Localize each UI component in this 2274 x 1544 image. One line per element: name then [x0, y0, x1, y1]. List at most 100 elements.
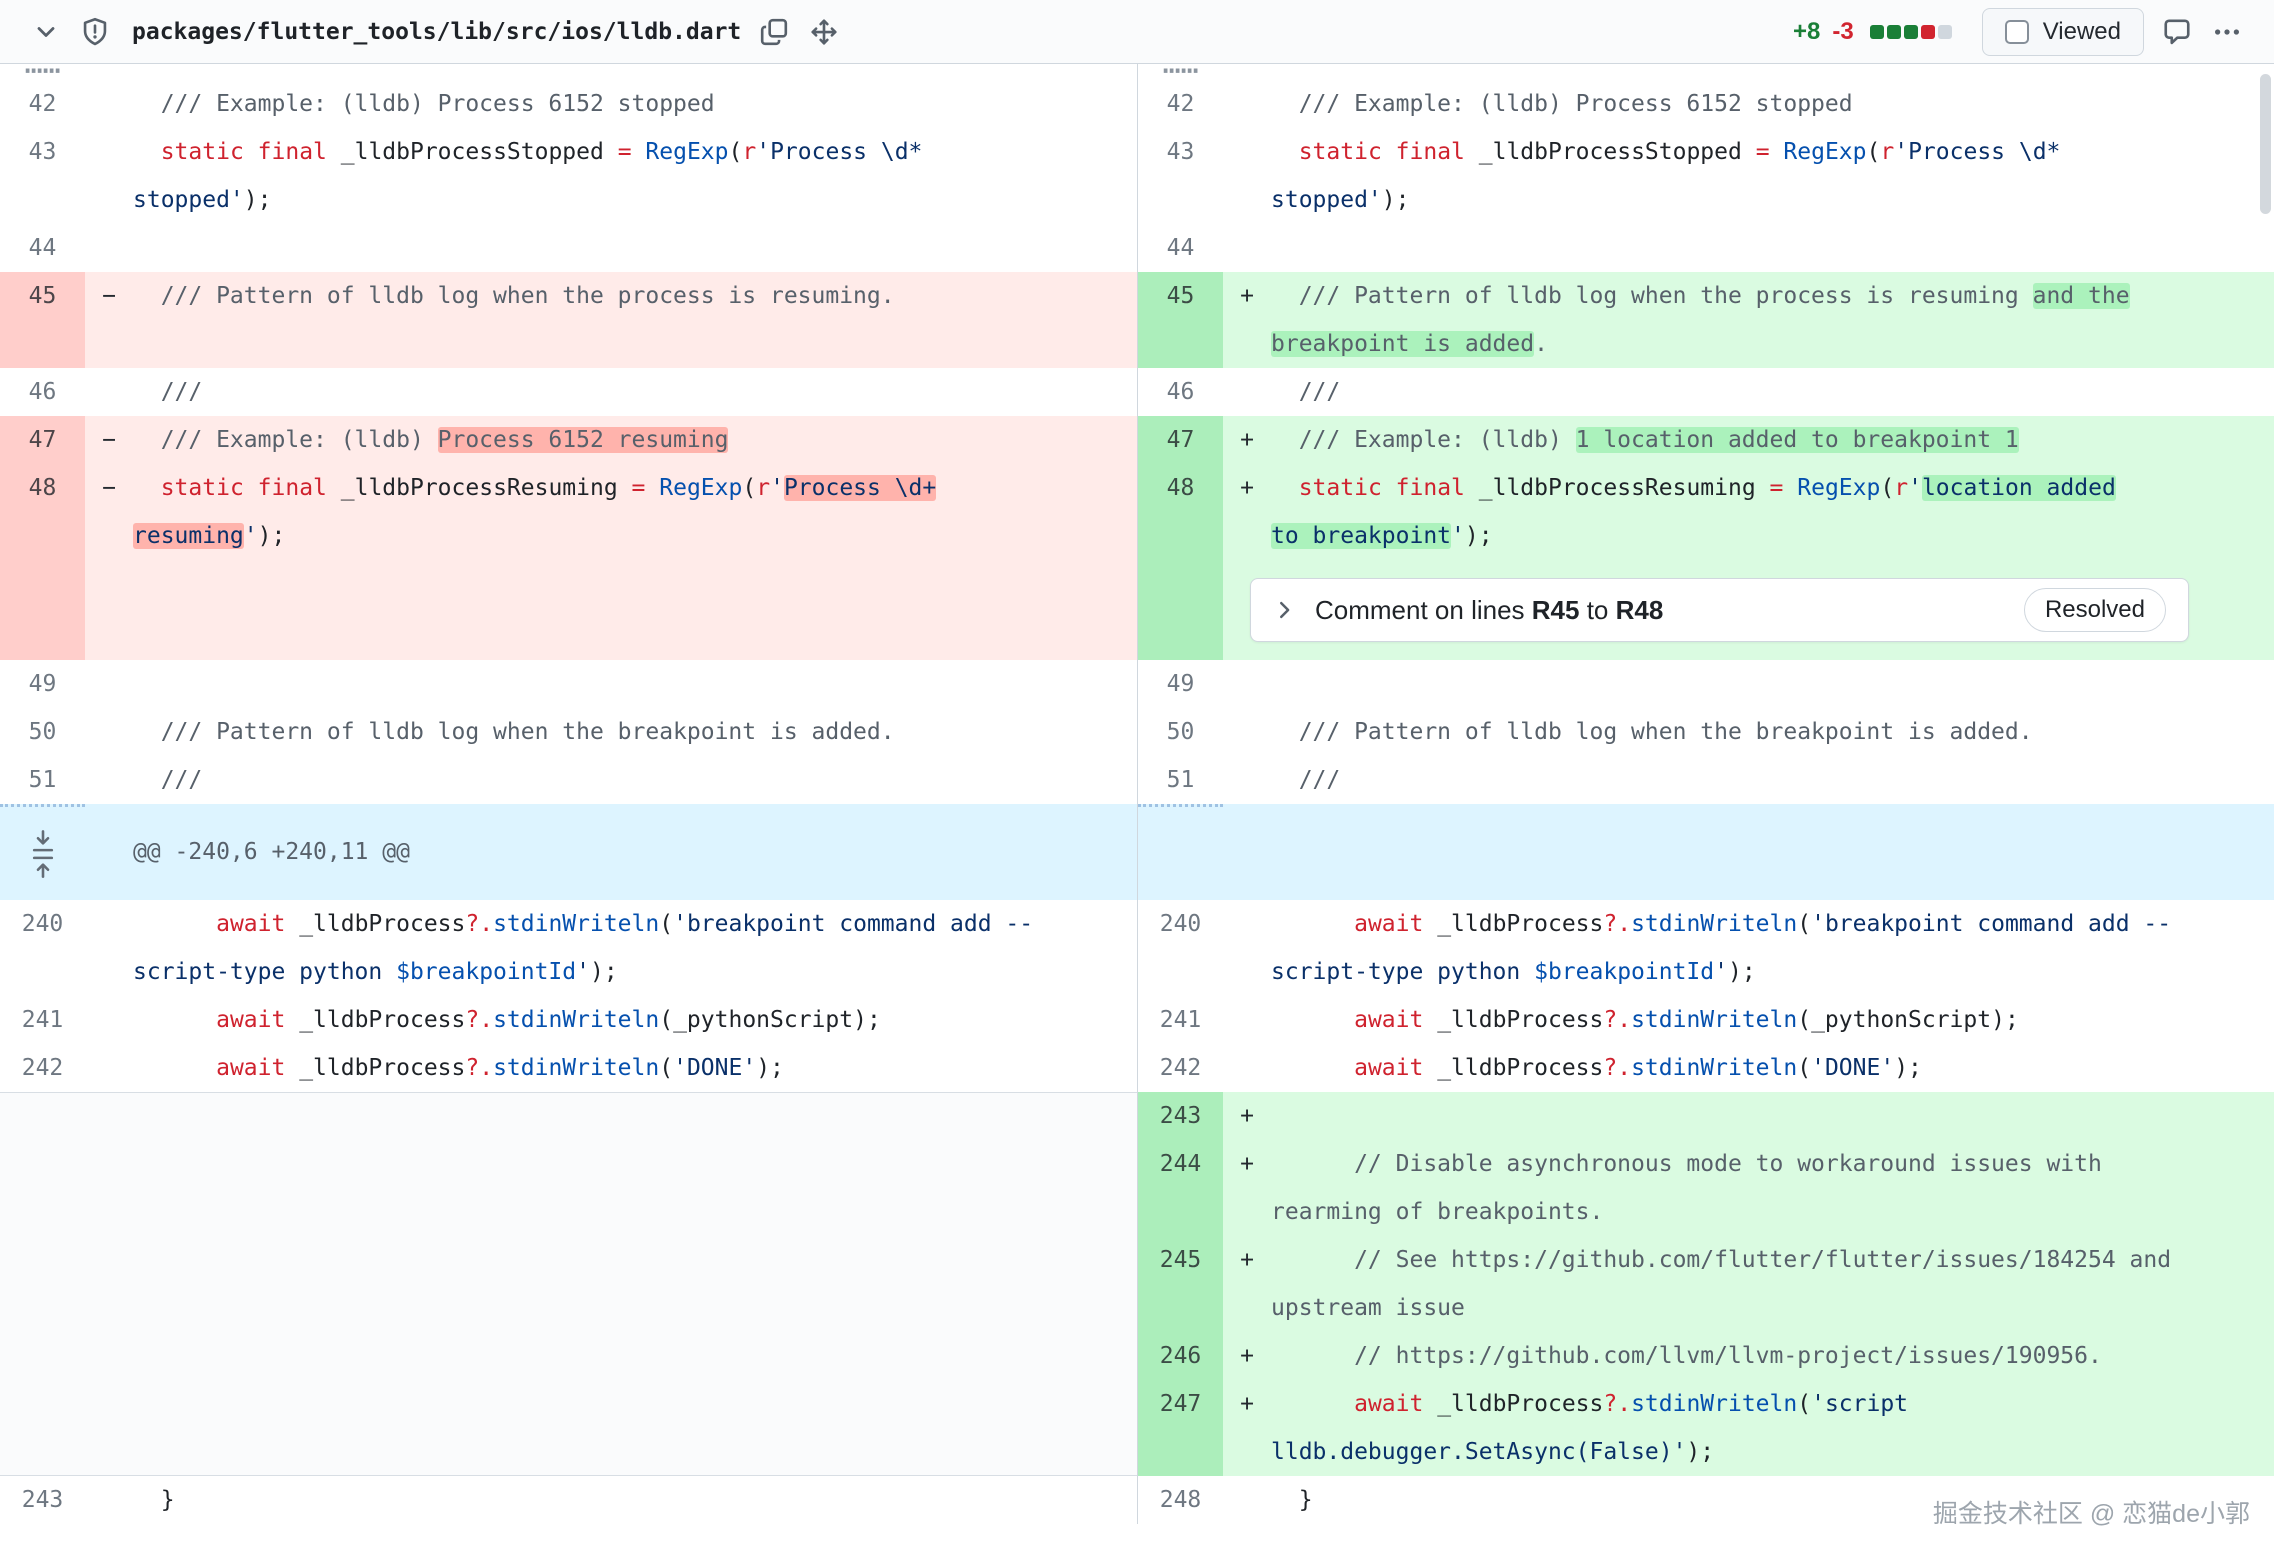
diff-row: 42 /// Example: (lldb) Process 6152 stop… — [0, 80, 1137, 128]
diff-row — [1138, 804, 2274, 900]
viewed-button[interactable]: Viewed — [1981, 7, 2144, 56]
code-line: await _lldbProcess?.stdinWriteln('breakp… — [1354, 911, 2172, 937]
diff-marker — [85, 660, 133, 708]
line-number[interactable]: 47 — [0, 416, 85, 464]
line-number[interactable]: 42 — [1166, 91, 1195, 117]
diff-marker: + — [1240, 1247, 1254, 1273]
line-number[interactable]: 46 — [1166, 379, 1195, 405]
line-number[interactable]: 240 — [21, 911, 64, 937]
line-number[interactable]: 246 — [1138, 1332, 1223, 1380]
line-number[interactable]: 243 — [21, 1487, 64, 1513]
resolved-button[interactable]: Resolved — [2023, 588, 2166, 632]
code-cell: await _lldbProcess?.stdinWriteln('breakp… — [133, 900, 1137, 996]
hunk-header — [1271, 804, 2274, 900]
diffstat-block — [1869, 24, 1884, 39]
line-number[interactable]: 47 — [1138, 416, 1223, 464]
diff-row: 45− /// Pattern of lldb log when the pro… — [0, 272, 1137, 368]
code-line: script-type python $breakpointId'); — [1271, 959, 1756, 985]
diff-marker — [85, 1476, 133, 1524]
code-cell: await _lldbProcess?.stdinWriteln('breakp… — [1271, 900, 2274, 996]
line-number[interactable]: 48 — [1138, 464, 1223, 560]
diff-marker: + — [1240, 283, 1254, 309]
line-number[interactable]: 248 — [1159, 1487, 1202, 1513]
diff-row: Comment on lines R45 to R48 Resolved — [1138, 560, 2274, 660]
diff-row: 246+ // https://github.com/llvm/llvm-pro… — [1138, 1332, 2274, 1380]
expand-up-icon[interactable] — [30, 855, 56, 878]
expand-dots-icon[interactable]: ⋯⋯ — [1138, 64, 1223, 80]
code-line: /// Pattern of lldb log when the process… — [1271, 283, 2130, 309]
line-number[interactable]: 244 — [1138, 1140, 1223, 1236]
diff-marker — [1223, 756, 1271, 804]
diff-marker — [1223, 708, 1271, 756]
collapse-file-chevron-icon[interactable] — [30, 16, 62, 48]
kebab-menu-icon[interactable] — [2210, 15, 2244, 49]
code-line: stopped'); — [133, 187, 272, 213]
diff-marker — [85, 368, 133, 416]
expand-dots-icon[interactable]: ⋯⋯ — [0, 64, 85, 80]
line-number[interactable]: 46 — [28, 379, 57, 405]
copy-path-icon[interactable] — [757, 15, 791, 49]
code-cell: /// Example: (lldb) Process 6152 stopped — [133, 80, 1137, 128]
chevron-right-icon[interactable] — [1273, 599, 1295, 621]
code-cell: /// Pattern of lldb log when the process… — [1271, 272, 2274, 368]
code-cell: /// Pattern of lldb log when the process… — [133, 272, 1137, 368]
line-number[interactable]: 51 — [28, 767, 57, 793]
line-number[interactable]: 247 — [1138, 1380, 1223, 1476]
gutter — [0, 804, 85, 900]
line-number[interactable]: 45 — [1138, 272, 1223, 368]
code-cell: /// Example: (lldb) 1 location added to … — [1271, 416, 2274, 464]
line-number[interactable]: 241 — [21, 1007, 64, 1033]
line-number[interactable]: 43 — [28, 139, 57, 165]
line-number[interactable]: 51 — [1166, 767, 1195, 793]
diff-row: 48− static final _lldbProcessResuming = … — [0, 464, 1137, 560]
line-number[interactable]: 44 — [1166, 235, 1195, 261]
diff-marker — [85, 804, 133, 900]
code-cell — [1271, 224, 2274, 272]
code-cell — [133, 660, 1137, 708]
file-header: packages/flutter_tools/lib/src/ios/lldb.… — [0, 0, 2274, 64]
line-number[interactable]: 242 — [21, 1055, 64, 1081]
code-line: await _lldbProcess?.stdinWriteln('script — [1354, 1391, 1909, 1417]
diff-row: 47+ /// Example: (lldb) 1 location added… — [1138, 416, 2274, 464]
code-line: script-type python $breakpointId'); — [133, 959, 618, 985]
line-number[interactable]: 242 — [1159, 1055, 1202, 1081]
comment-thread-box[interactable]: Comment on lines R45 to R48 Resolved — [1250, 578, 2189, 642]
move-handle-icon[interactable] — [807, 15, 841, 49]
diff-marker — [1223, 368, 1271, 416]
line-number[interactable]: 48 — [0, 464, 85, 560]
line-number[interactable]: 43 — [1166, 139, 1195, 165]
line-number[interactable]: 45 — [0, 272, 85, 368]
viewed-checkbox[interactable] — [2004, 19, 2029, 44]
code-cell: await _lldbProcess?.stdinWriteln(_python… — [133, 996, 1137, 1044]
line-number[interactable]: 49 — [28, 671, 57, 697]
line-number[interactable]: 49 — [1166, 671, 1195, 697]
diff-row: ⋯⋯ — [1138, 64, 2274, 80]
expand-down-icon[interactable] — [30, 829, 56, 853]
line-number[interactable]: 245 — [1138, 1236, 1223, 1332]
line-number[interactable]: 50 — [1166, 719, 1195, 745]
diff-marker — [1223, 1476, 1271, 1524]
code-cell: /// Example: (lldb) Process 6152 stopped — [1271, 80, 2274, 128]
code-cell: /// — [133, 756, 1137, 804]
diff-marker — [1223, 224, 1271, 272]
code-cell: static final _lldbProcessStopped = RegEx… — [133, 128, 1137, 224]
code-line: /// Pattern of lldb log when the process… — [133, 283, 895, 309]
code-line: /// — [1271, 767, 1341, 793]
line-number[interactable]: 42 — [28, 91, 57, 117]
line-number[interactable]: 44 — [28, 235, 57, 261]
scrollbar-thumb[interactable] — [2260, 74, 2271, 214]
code-line: rearming of breakpoints. — [1271, 1199, 1604, 1225]
comment-box-label: Comment on lines R45 to R48 — [1315, 594, 1664, 625]
comment-bubble-icon[interactable] — [2160, 15, 2194, 49]
code-cell: /// Pattern of lldb log when the breakpo… — [1271, 708, 2274, 756]
code-line — [133, 320, 1131, 368]
diff-row: 241 await _lldbProcess?.stdinWriteln(_py… — [0, 996, 1137, 1044]
additions-count: +8 — [1793, 17, 1821, 45]
code-line: /// — [1271, 379, 1341, 405]
diff-pane-old: ⋯⋯42 /// Example: (lldb) Process 6152 st… — [0, 64, 1137, 1524]
line-number[interactable]: 241 — [1159, 1007, 1202, 1033]
line-number[interactable]: 240 — [1159, 911, 1202, 937]
diff-marker: + — [1240, 475, 1254, 501]
line-number[interactable]: 243 — [1138, 1092, 1223, 1140]
line-number[interactable]: 50 — [28, 719, 57, 745]
